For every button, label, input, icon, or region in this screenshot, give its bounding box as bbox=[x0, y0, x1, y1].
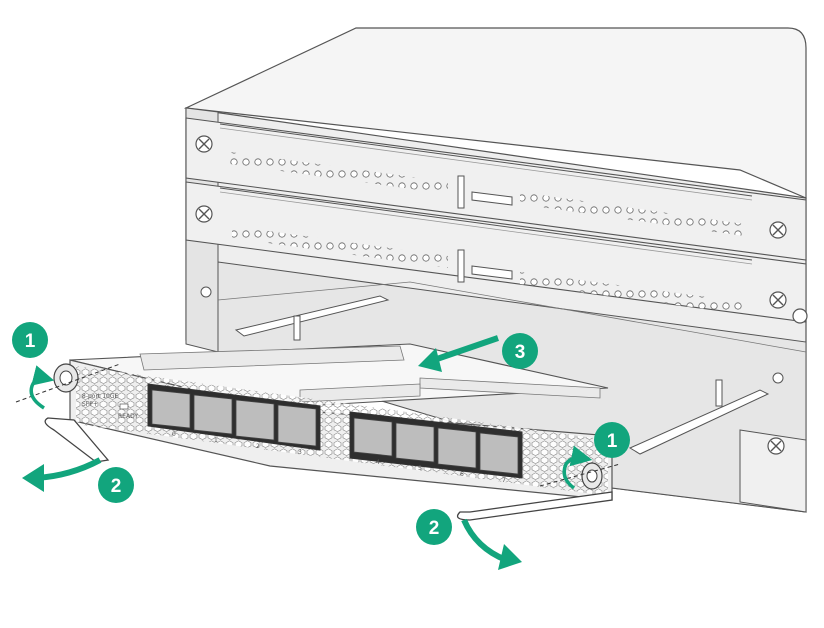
pull-arrow-left bbox=[22, 457, 102, 492]
screw-icon bbox=[195, 205, 213, 223]
port-number: 7 bbox=[502, 477, 506, 484]
callout-2-left: 2 bbox=[98, 467, 134, 503]
pull-arrow-right bbox=[461, 518, 522, 570]
svg-text:1: 1 bbox=[25, 331, 36, 352]
port-number: 1 bbox=[214, 437, 218, 444]
port-group-left bbox=[147, 383, 321, 451]
card-label: 8-port 10GE bbox=[82, 393, 118, 400]
callout-1-left: 1 bbox=[12, 322, 48, 358]
port-number: 5 bbox=[418, 465, 422, 472]
rotate-arrow-left bbox=[29, 365, 55, 410]
screw-icon bbox=[769, 221, 787, 239]
callout-2-right: 2 bbox=[416, 509, 452, 545]
svg-text:1: 1 bbox=[607, 431, 618, 452]
svg-text:2: 2 bbox=[429, 518, 440, 539]
slot-module-2 bbox=[185, 181, 807, 323]
screw-axis-line bbox=[15, 363, 121, 403]
slide-out-arrow bbox=[418, 335, 499, 372]
card-label: SFP+ bbox=[82, 401, 98, 408]
lower-module-edge bbox=[739, 308, 808, 513]
vent-holes-2 bbox=[232, 226, 744, 314]
captive-screw-right[interactable] bbox=[581, 462, 603, 490]
svg-text:3: 3 bbox=[515, 342, 526, 363]
screw-icon bbox=[769, 291, 787, 309]
rotate-arrow-right bbox=[562, 445, 593, 490]
slot-module-1 bbox=[185, 117, 807, 261]
ejector-lever-right[interactable] bbox=[456, 491, 613, 521]
port-number: 6 bbox=[460, 471, 464, 478]
callout-1-right: 1 bbox=[594, 422, 630, 458]
svg-text:2: 2 bbox=[111, 476, 122, 497]
ready-led bbox=[119, 403, 129, 410]
port-number: 3 bbox=[298, 449, 302, 456]
port-number: 4 bbox=[376, 459, 380, 466]
port-number: 0 bbox=[172, 431, 176, 438]
screw-icon bbox=[195, 135, 213, 153]
captive-screw-left[interactable] bbox=[53, 363, 79, 393]
ready-label: READY bbox=[118, 413, 138, 420]
vent-holes-1 bbox=[230, 152, 744, 236]
port-number: 2 bbox=[256, 443, 260, 450]
screw-icon bbox=[792, 308, 808, 324]
ejector-lever-left[interactable] bbox=[44, 417, 110, 463]
port-group-right bbox=[349, 411, 523, 479]
screw-icon bbox=[767, 437, 785, 455]
interface-card[interactable]: 0 1 2 3 4 5 6 7 8-port 10GE SFP+ READY bbox=[44, 343, 613, 521]
callout-3: 3 bbox=[502, 333, 538, 369]
